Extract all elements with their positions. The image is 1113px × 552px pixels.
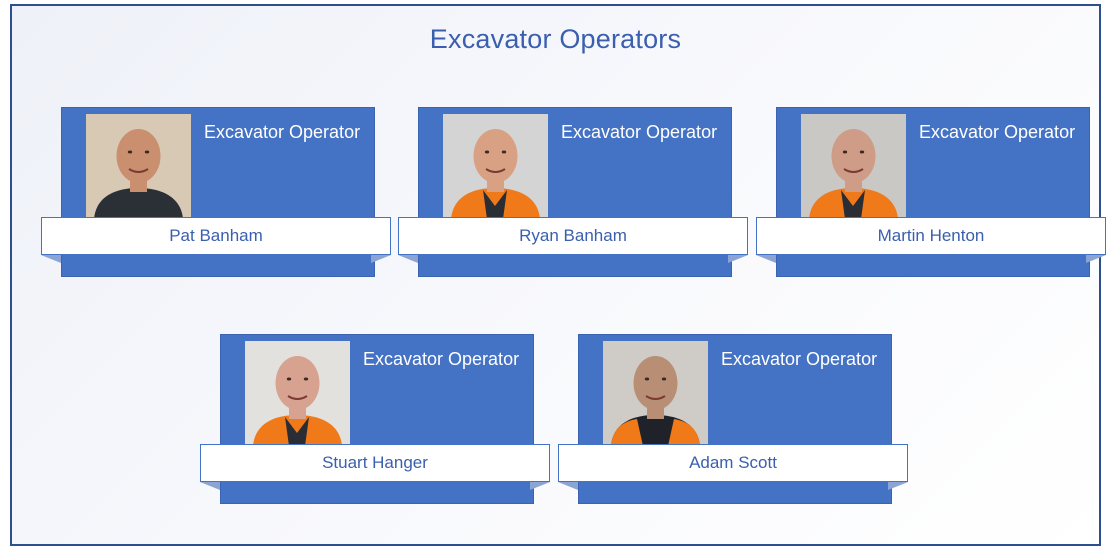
mouth-shape bbox=[287, 395, 308, 400]
operator-name-banner: Martin Henton bbox=[756, 217, 1106, 255]
eye-shape bbox=[842, 150, 848, 154]
diagram-title: Excavator Operators bbox=[429, 24, 682, 54]
operator-photo bbox=[86, 114, 191, 219]
ribbon-fold bbox=[530, 482, 550, 490]
hivis-panel bbox=[611, 419, 643, 446]
eye-shape bbox=[484, 150, 490, 154]
operator-name: Pat Banham bbox=[169, 226, 263, 245]
eye-shape bbox=[144, 150, 150, 154]
operator-role: Excavator Operator bbox=[363, 349, 520, 369]
shirt-shape bbox=[451, 188, 540, 219]
eye-shape bbox=[303, 377, 309, 381]
operator-name: Martin Henton bbox=[877, 226, 985, 245]
collar-shape bbox=[841, 190, 865, 219]
eye-shape bbox=[644, 377, 650, 381]
operator-role: Excavator Operator bbox=[721, 349, 878, 369]
ribbon-fold bbox=[371, 255, 391, 263]
face-shape bbox=[116, 129, 161, 183]
shirt-shape bbox=[94, 188, 183, 219]
ribbon-fold bbox=[200, 482, 220, 490]
face-shape bbox=[633, 356, 678, 410]
operator-name-banner: Adam Scott bbox=[558, 444, 908, 482]
portrait-graphic bbox=[86, 114, 191, 219]
operator-photo bbox=[245, 341, 350, 446]
ribbon-fold bbox=[41, 255, 61, 263]
operator-card-stuart-hanger: Excavator Operator Stuart Hanger bbox=[200, 334, 550, 504]
mouth-shape bbox=[485, 168, 506, 173]
operator-role: Excavator Operator bbox=[561, 122, 718, 142]
mouth-shape bbox=[645, 395, 666, 400]
portrait-graphic bbox=[801, 114, 906, 219]
ribbon-fold bbox=[398, 255, 418, 263]
ribbon-fold bbox=[756, 255, 776, 263]
operator-photo bbox=[443, 114, 548, 219]
face-shape bbox=[831, 129, 876, 183]
operator-card-ryan-banham: Excavator Operator Ryan Banham bbox=[398, 107, 748, 277]
operator-name-banner: Pat Banham bbox=[41, 217, 391, 255]
operator-name: Ryan Banham bbox=[519, 226, 627, 245]
portrait-graphic bbox=[245, 341, 350, 446]
collar-shape bbox=[483, 190, 507, 219]
eye-shape bbox=[661, 377, 667, 381]
face-shape bbox=[473, 129, 518, 183]
mouth-shape bbox=[128, 168, 149, 173]
ribbon-fold bbox=[888, 482, 908, 490]
eye-shape bbox=[127, 150, 133, 154]
eye-shape bbox=[501, 150, 507, 154]
operator-photo bbox=[603, 341, 708, 446]
eye-shape bbox=[859, 150, 865, 154]
ribbon-fold bbox=[728, 255, 748, 263]
ribbon-fold bbox=[558, 482, 578, 490]
collar-shape bbox=[285, 417, 309, 446]
face-shape bbox=[275, 356, 320, 410]
operator-photo bbox=[801, 114, 906, 219]
mouth-shape bbox=[843, 168, 864, 173]
operator-name: Stuart Hanger bbox=[322, 453, 428, 472]
operator-role: Excavator Operator bbox=[204, 122, 361, 142]
shirt-shape bbox=[253, 415, 342, 446]
operator-name-banner: Ryan Banham bbox=[398, 217, 748, 255]
operator-card-martin-henton: Excavator Operator Martin Henton bbox=[756, 107, 1106, 277]
hivis-panel bbox=[668, 419, 700, 446]
operator-name: Adam Scott bbox=[689, 453, 777, 472]
operator-card-adam-scott: Excavator Operator Adam Scott bbox=[558, 334, 908, 504]
operator-name-banner: Stuart Hanger bbox=[200, 444, 550, 482]
portrait-graphic bbox=[443, 114, 548, 219]
shirt-shape bbox=[809, 188, 898, 219]
operator-card-pat-banham: Excavator Operator Pat Banham bbox=[41, 107, 391, 277]
ribbon-fold bbox=[1086, 255, 1106, 263]
portrait-graphic bbox=[603, 341, 708, 446]
eye-shape bbox=[286, 377, 292, 381]
operator-role: Excavator Operator bbox=[919, 122, 1076, 142]
